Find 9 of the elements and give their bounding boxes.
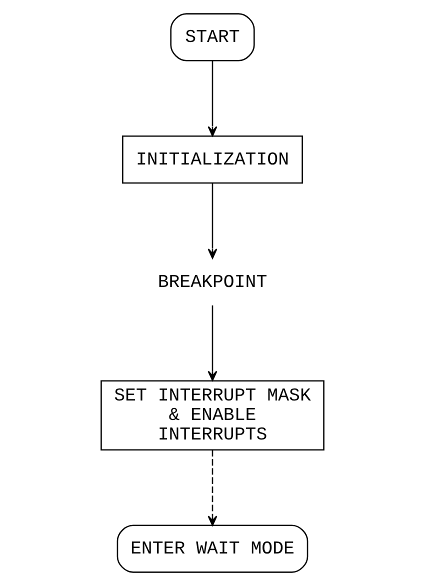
arrow	[207, 450, 217, 526]
node-box: ENTER WAIT MODE	[116, 524, 308, 573]
node-text: BREAKPOINT	[157, 272, 267, 293]
node-box: SET INTERRUPT MASK & ENABLE INTERRUPTS	[100, 380, 324, 450]
node-box: START	[170, 13, 254, 62]
arrow	[207, 183, 217, 259]
node-box: INITIALIZATION	[122, 136, 302, 184]
arrow	[207, 305, 217, 382]
arrow	[207, 61, 217, 136]
